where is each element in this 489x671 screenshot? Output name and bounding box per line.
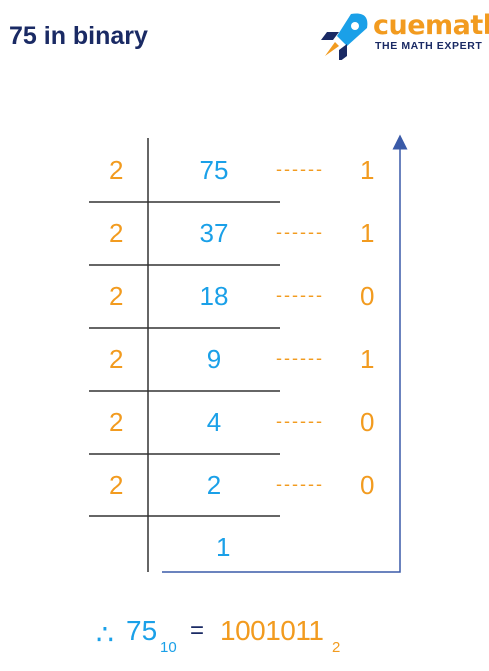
decimal-base: 10 [160,639,177,656]
remainder: 0 [360,407,375,437]
remainder: 1 [360,155,375,185]
dotted-leader: ------ [276,348,324,368]
dotted-leader: ------ [276,411,324,431]
remainder: 0 [360,470,375,500]
remainder: 1 [360,218,375,248]
brand-tagline: THE MATH EXPERT [375,40,483,52]
result-equation: ∴ 75 10 = 1001011 2 [0,615,489,665]
dotted-leader: ------ [276,222,324,242]
divisor: 2 [109,344,124,374]
divisor: 2 [109,407,124,437]
dividend-value: 37 [199,218,229,248]
remainder: 1 [360,344,375,374]
dotted-leader: ------ [276,285,324,305]
rocket-icon [321,13,368,60]
divisor: 2 [109,281,124,311]
binary-value: 1001011 [220,615,324,646]
read-direction-arrow [162,134,408,573]
dividend-value: 18 [199,281,229,311]
divisor: 2 [109,470,124,500]
binary-base: 2 [332,639,341,656]
dividend-value: 9 [206,344,222,374]
decimal-value: 75 [126,615,158,646]
page-title: 75 in binary [9,22,148,50]
final-quotient: 1 [216,532,231,562]
equals-sign: = [190,617,205,644]
divisor: 2 [109,155,124,185]
dividend-value: 4 [206,407,222,437]
dotted-leader: ------ [276,474,324,494]
remainder: 0 [360,281,375,311]
dividend-value: 75 [199,155,229,185]
therefore-symbol: ∴ [96,619,114,650]
brand-name: cuemath [373,10,489,41]
divisor: 2 [109,218,124,248]
dividend-value: 2 [206,470,222,500]
dotted-leader: ------ [276,159,324,179]
